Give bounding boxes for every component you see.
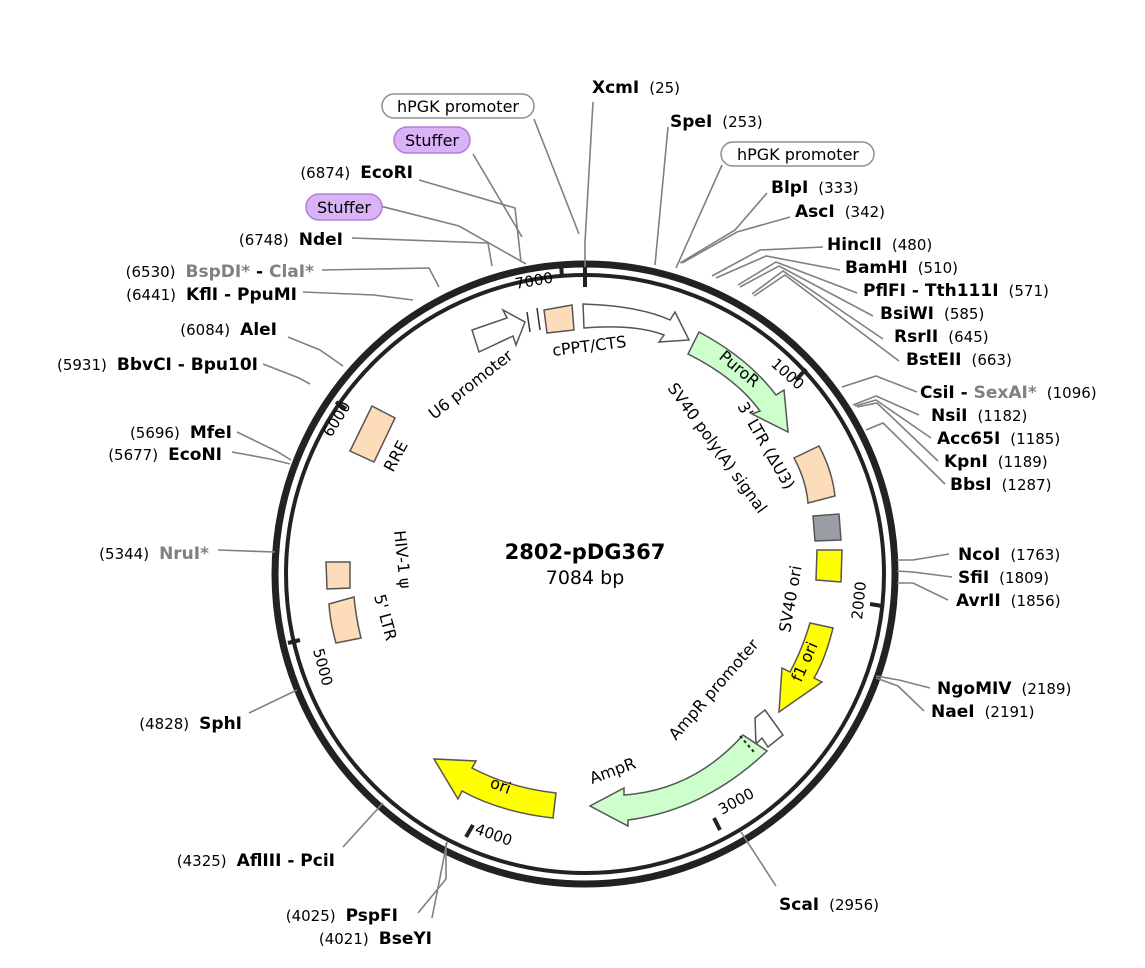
- label-ampr: AmpR: [587, 754, 638, 788]
- feature-puror[interactable]: [686, 330, 789, 434]
- plasmid-name: 2802-pDG367: [505, 540, 666, 564]
- label-5ltr: 5' LTR: [370, 592, 401, 643]
- site-ndei[interactable]: (6748)NdeI: [239, 230, 343, 250]
- label-hiv-psi: HIV-1 ψ: [390, 529, 415, 589]
- tick-label-1000: 1000: [767, 355, 807, 394]
- feature-sv40-polya-box[interactable]: [812, 513, 842, 542]
- sites-left: (4021)BseYI (4025)PspFI (4325)AflIII - P…: [57, 163, 432, 949]
- site-nsii[interactable]: NsiI(1182): [931, 406, 1027, 426]
- feature-sv40-ori-box[interactable]: [815, 549, 843, 583]
- pill-hpgk-promoter-2[interactable]: hPGK promoter: [720, 141, 875, 167]
- feature-ori[interactable]: [432, 758, 557, 819]
- site-afliii-pcii[interactable]: (4325)AflIII - PciI: [177, 851, 335, 871]
- site-bseyi[interactable]: (4021)BseYI: [319, 929, 432, 949]
- tick-1000: [794, 367, 808, 382]
- label-ampr-promoter: AmpR promoter: [665, 635, 763, 744]
- site-nrui[interactable]: (5344)NruI*: [99, 544, 209, 564]
- tick-6000: [334, 400, 348, 411]
- feature-3ltr-box[interactable]: [792, 445, 836, 504]
- feature-u6-promoter[interactable]: [471, 307, 541, 354]
- leader-lines: [217, 101, 953, 919]
- feature-cppt-box[interactable]: [543, 304, 575, 334]
- feature-ampr[interactable]: [588, 734, 769, 828]
- site-ngomiv[interactable]: NgoMIV(2189): [937, 679, 1071, 699]
- site-bbsi[interactable]: BbsI(1287): [950, 475, 1051, 495]
- tick-3000: [712, 817, 722, 831]
- site-acc65i[interactable]: Acc65I(1185): [937, 429, 1060, 449]
- site-csii-sexai[interactable]: CsiI - SexAI*(1096): [920, 383, 1097, 403]
- site-pspfi[interactable]: (4025)PspFI: [286, 906, 398, 926]
- label-u6-promoter: U6 promoter: [425, 346, 517, 424]
- pill-stuffer-1[interactable]: Stuffer: [393, 126, 471, 154]
- tick-label-2000: 2000: [848, 581, 870, 621]
- tick-label-4000: 4000: [473, 820, 515, 850]
- site-avrii[interactable]: AvrII(1856): [956, 591, 1061, 611]
- pill-hpgk-promoter-1[interactable]: hPGK promoter: [381, 93, 535, 119]
- tick-label-3000: 3000: [715, 784, 757, 818]
- pill-label: Stuffer: [317, 198, 371, 217]
- site-asci[interactable]: AscI(342): [795, 202, 885, 222]
- site-alei[interactable]: (6084)AleI: [180, 320, 277, 340]
- site-pflfi-tth111i[interactable]: PflFI - Tth111I(571): [863, 281, 1049, 301]
- label-cppt-cts: cPPT/CTS: [551, 332, 627, 360]
- tick-label-5000: 5000: [309, 646, 336, 688]
- pill-stuffer-2[interactable]: Stuffer: [305, 193, 383, 221]
- feature-cppt-cts[interactable]: [582, 303, 691, 343]
- site-bsteii[interactable]: BstEII(663): [906, 350, 1012, 370]
- pill-label: hPGK promoter: [397, 97, 519, 116]
- site-rsrii[interactable]: RsrII(645): [894, 327, 989, 347]
- pill-label: Stuffer: [405, 131, 459, 150]
- site-bamhi[interactable]: BamHI(510): [845, 258, 958, 278]
- tick-5000: [287, 638, 301, 645]
- site-xcmi[interactable]: XcmI(25): [592, 78, 680, 98]
- tick-7000: [559, 263, 564, 278]
- feature-f1-ori[interactable]: [778, 622, 834, 714]
- site-kpni[interactable]: KpnI(1189): [944, 452, 1048, 472]
- site-naei[interactable]: NaeI(2191): [931, 702, 1034, 722]
- site-ecori[interactable]: (6874)EcoRI: [300, 163, 413, 183]
- site-econi[interactable]: (5677)EcoNI: [108, 445, 222, 465]
- label-sv40-ori: SV40 ori: [775, 564, 805, 634]
- site-spei[interactable]: SpeI(253): [670, 112, 763, 132]
- pill-label: hPGK promoter: [737, 145, 859, 164]
- site-sphi[interactable]: (4828)SphI: [139, 714, 242, 734]
- site-mfei[interactable]: (5696)MfeI: [130, 423, 232, 443]
- tick-4000: [464, 823, 475, 839]
- feature-hiv-psi-box[interactable]: [325, 561, 351, 590]
- site-scai[interactable]: ScaI(2956): [779, 895, 879, 915]
- feature-ampr-promoter[interactable]: [754, 708, 785, 749]
- site-sfii[interactable]: SfiI(1809): [958, 568, 1049, 588]
- feature-rre-box[interactable]: [348, 404, 396, 463]
- site-ncoi[interactable]: NcoI(1763): [958, 545, 1060, 565]
- plasmid-size: 7084 bp: [546, 567, 625, 589]
- site-hincii[interactable]: HincII(480): [827, 235, 932, 255]
- site-bspdi-clai[interactable]: (6530)BspDI* - ClaI*: [126, 262, 314, 282]
- site-kfli-ppumi[interactable]: (6441)KflI - PpuMI: [126, 285, 297, 305]
- tick-2000: [869, 602, 883, 608]
- site-bbvci-bpu10i[interactable]: (5931)BbvCI - Bpu10I: [57, 355, 258, 375]
- site-bsiwi[interactable]: BsiWI(585): [880, 304, 984, 324]
- site-blpi[interactable]: BlpI(333): [771, 178, 859, 198]
- feature-5ltr-box[interactable]: [328, 596, 362, 644]
- tick-marks: [287, 262, 883, 839]
- sites-right: XcmI(25) SpeI(253) BlpI(333) AscI(342) H…: [592, 78, 1097, 915]
- label-rre: RRE: [380, 437, 412, 474]
